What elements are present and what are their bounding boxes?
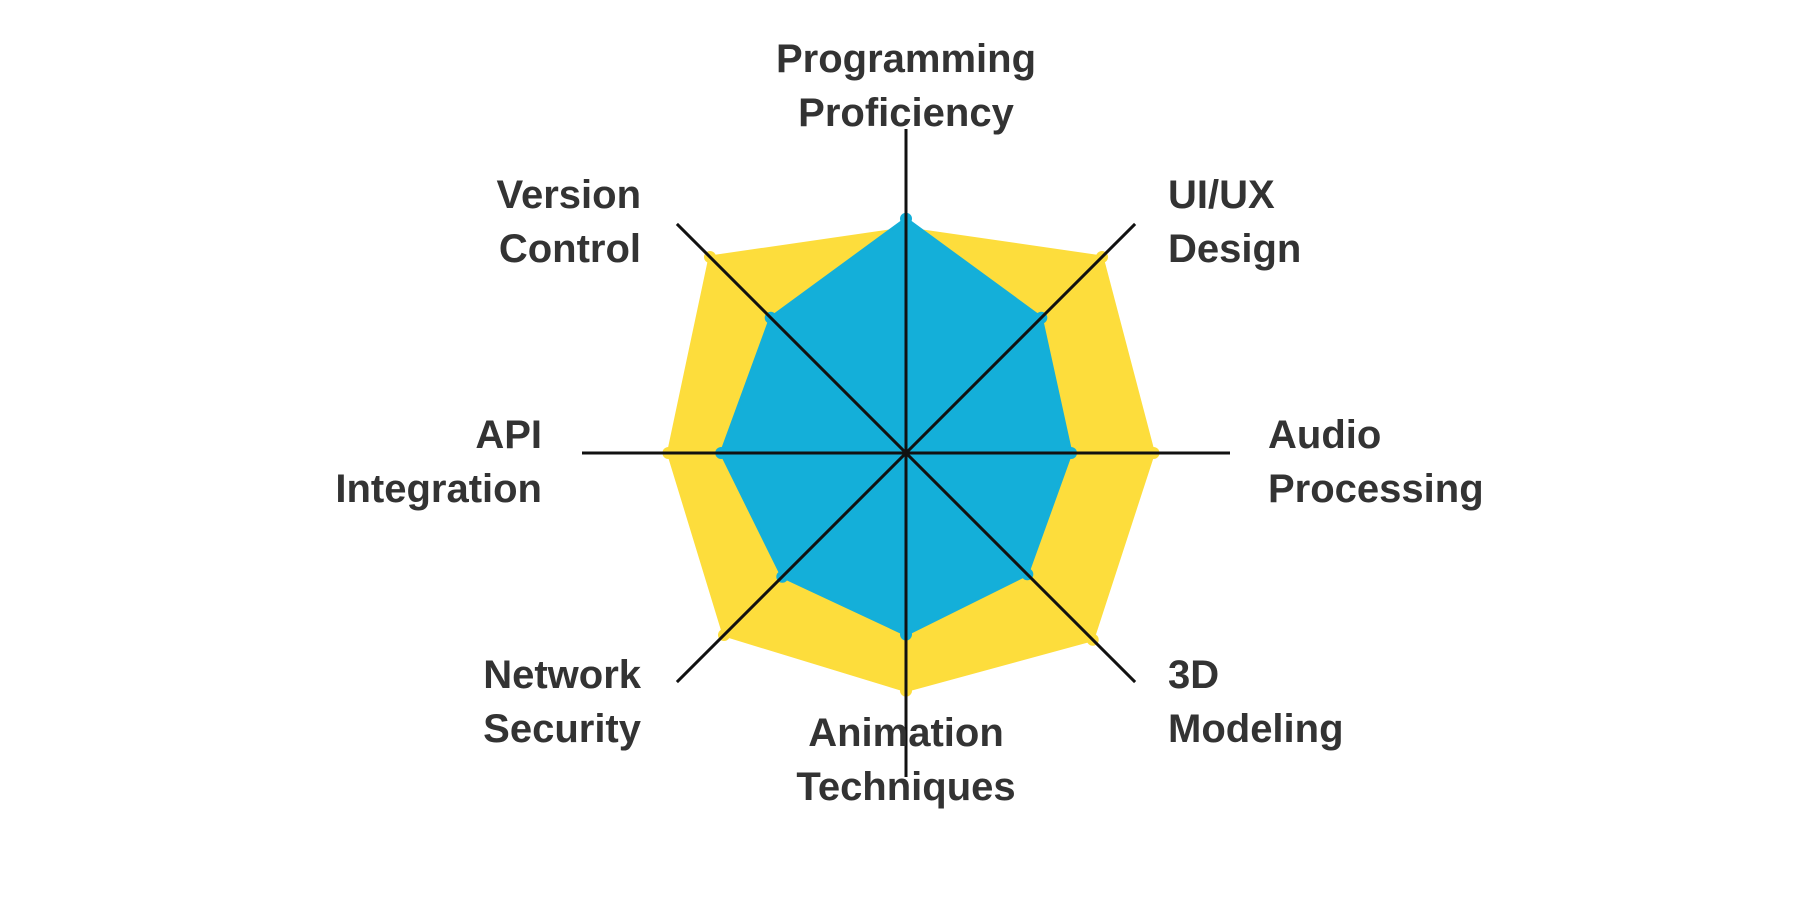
axis-label-3d-modeling: 3D Modeling	[1168, 653, 1344, 751]
axis-label-audio-processing: Audio Processing	[1268, 413, 1484, 511]
axis-label-api-integration: API Integration	[335, 413, 542, 511]
axis-label-animation-techniques: Animation Techniques	[796, 711, 1016, 809]
axis-label-version-control: Version Control	[496, 173, 641, 271]
axis-label-ui-ux-design: UI/UX Design	[1168, 173, 1302, 271]
axis-label-network-security: Network Security	[483, 653, 641, 751]
axis-label-programming-proficiency: Programming Proficiency	[775, 37, 1037, 135]
axis-line-4	[675, 222, 1137, 684]
axis-layer	[582, 129, 1230, 777]
